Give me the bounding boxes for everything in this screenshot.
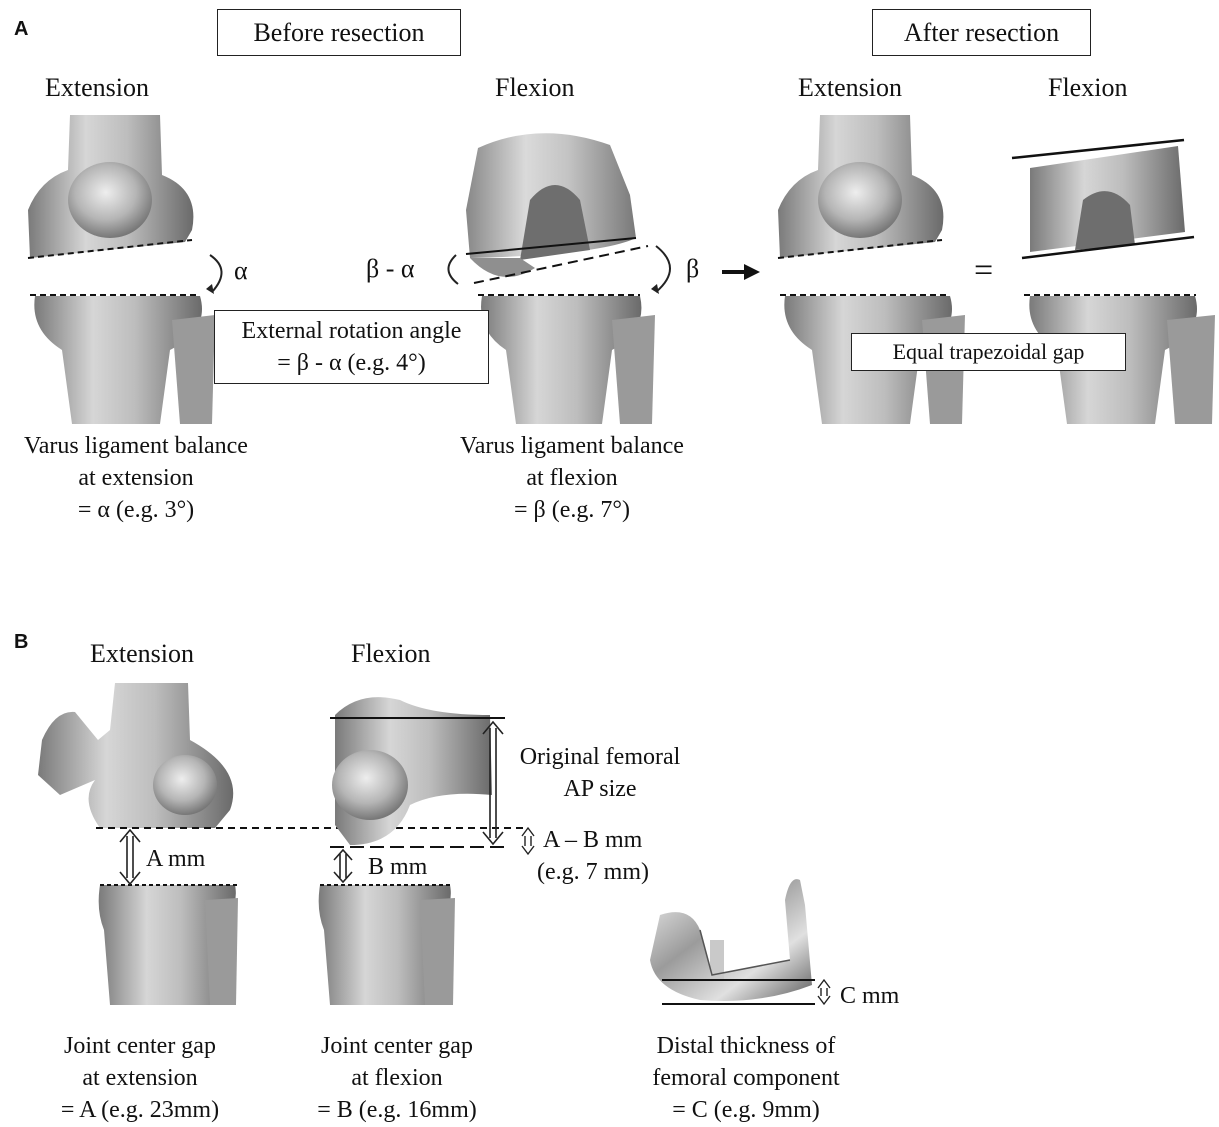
caption-line: Varus ligament balance [436, 430, 708, 462]
after-resection-box: After resection [872, 9, 1091, 56]
a-minus-b-label: A – B mm (e.g. 7 mm) [537, 824, 649, 888]
heading-extension-b: Extension [90, 639, 194, 669]
beta-minus-alpha-arrow [448, 255, 458, 284]
a-minus-b-double-arrow [522, 828, 534, 854]
beta-rotation-arrow [656, 246, 670, 292]
b-mm-label: B mm [368, 851, 427, 883]
caption-line: at flexion [436, 462, 708, 494]
caption-line: Joint center gap [287, 1030, 507, 1062]
panel-a-label: A [14, 18, 28, 41]
caption-line: Distal thickness of [626, 1030, 866, 1062]
label-line: A – B mm [537, 824, 649, 856]
heading-extension-after: Extension [798, 73, 902, 103]
caption-line: = B (e.g. 16mm) [287, 1094, 507, 1126]
femur-extension-after [778, 115, 943, 258]
alpha-label: α [234, 256, 248, 286]
caption-gap-flexion: Joint center gap at flexion = B (e.g. 16… [287, 1030, 507, 1126]
heading-flexion-before: Flexion [495, 73, 574, 103]
tibia-flexion-before [481, 296, 655, 424]
caption-line: = α (e.g. 3°) [0, 494, 272, 526]
caption-line: femoral component [626, 1062, 866, 1094]
tibia-flexion-b [319, 885, 455, 1005]
caption-gap-extension: Joint center gap at extension = A (e.g. … [30, 1030, 250, 1126]
equals-sign: = [974, 252, 993, 290]
femoral-component-image [650, 879, 812, 1001]
caption-line: = A (e.g. 23mm) [30, 1094, 250, 1126]
caption-line: at extension [30, 1062, 250, 1094]
caption-varus-extension: Varus ligament balance at extension = α … [0, 430, 272, 526]
rotation-line-1: External rotation angle [215, 315, 488, 347]
tibia-extension-b [99, 885, 238, 1005]
beta-minus-alpha-label: β - α [366, 254, 415, 284]
caption-line: = C (e.g. 9mm) [626, 1094, 866, 1126]
original-femoral-label: Original femoral AP size [500, 741, 700, 805]
femur-flexion-after [1030, 146, 1185, 252]
heading-extension-before: Extension [45, 73, 149, 103]
label-line: (e.g. 7 mm) [537, 856, 649, 888]
beta-label: β [686, 254, 699, 284]
caption-component: Distal thickness of femoral component = … [626, 1030, 866, 1126]
femur-flexion-b [332, 697, 492, 845]
c-mm-double-arrow [818, 980, 830, 1004]
femur-flexion-before [466, 133, 636, 277]
b-mm-double-arrow [334, 850, 352, 882]
heading-flexion-b: Flexion [351, 639, 430, 669]
caption-line: at extension [0, 462, 272, 494]
rotation-line-2: = β - α (e.g. 4°) [215, 347, 488, 379]
tibia-extension-before [34, 296, 215, 424]
transition-arrow [722, 264, 760, 280]
c-mm-label: C mm [840, 980, 899, 1012]
before-resection-box: Before resection [217, 9, 461, 56]
label-line: Original femoral [500, 741, 700, 773]
caption-line: Varus ligament balance [0, 430, 272, 462]
femur-extension-before [28, 115, 193, 258]
caption-line: at flexion [287, 1062, 507, 1094]
a-mm-double-arrow [120, 830, 140, 884]
equal-trapezoidal-gap-box: Equal trapezoidal gap [851, 333, 1126, 371]
label-line: AP size [500, 773, 700, 805]
heading-flexion-after: Flexion [1048, 73, 1127, 103]
caption-varus-flexion: Varus ligament balance at flexion = β (e… [436, 430, 708, 526]
a-mm-label: A mm [146, 843, 205, 875]
femur-extension-b [38, 683, 233, 828]
caption-line: = β (e.g. 7°) [436, 494, 708, 526]
panel-b-label: B [14, 631, 28, 654]
caption-line: Joint center gap [30, 1030, 250, 1062]
external-rotation-box: External rotation angle = β - α (e.g. 4°… [214, 310, 489, 384]
